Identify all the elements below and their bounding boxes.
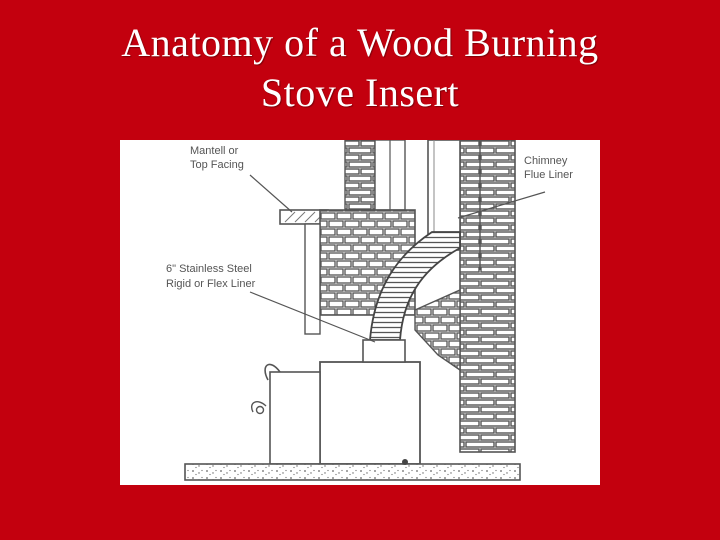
stove-insert-diagram: Mantell or Top Facing Chimney Flue Liner… — [120, 140, 600, 485]
hearth-floor — [184, 459, 521, 481]
slide-title: Anatomy of a Wood Burning Stove Insert — [0, 18, 720, 118]
liner-label-line-2: Rigid or Flex Liner — [166, 278, 256, 290]
slide-title-line-2: Stove Insert — [260, 70, 460, 115]
mantel-leader-line — [249, 174, 293, 213]
liner-leader-line — [249, 291, 376, 343]
stove-door — [251, 363, 321, 465]
slide-title-line-1: Anatomy of a Wood Burning — [121, 20, 599, 65]
right-brick-wall — [459, 140, 516, 453]
smoke-shelf — [414, 288, 461, 372]
mantel-label-line-2: Top Facing — [190, 159, 244, 171]
chimney-label-line-2: Flue Liner — [524, 169, 573, 181]
fireplace-facing — [304, 223, 321, 335]
mantel-label-line-1: Mantell or — [190, 145, 239, 157]
chimney-leader-line — [457, 191, 546, 219]
liner-label-line-1: 6" Stainless Steel — [166, 263, 252, 275]
chimney-label-line-1: Chimney — [524, 155, 568, 167]
stove-insert-body — [319, 339, 421, 465]
chimney-upper-wall — [344, 140, 406, 211]
